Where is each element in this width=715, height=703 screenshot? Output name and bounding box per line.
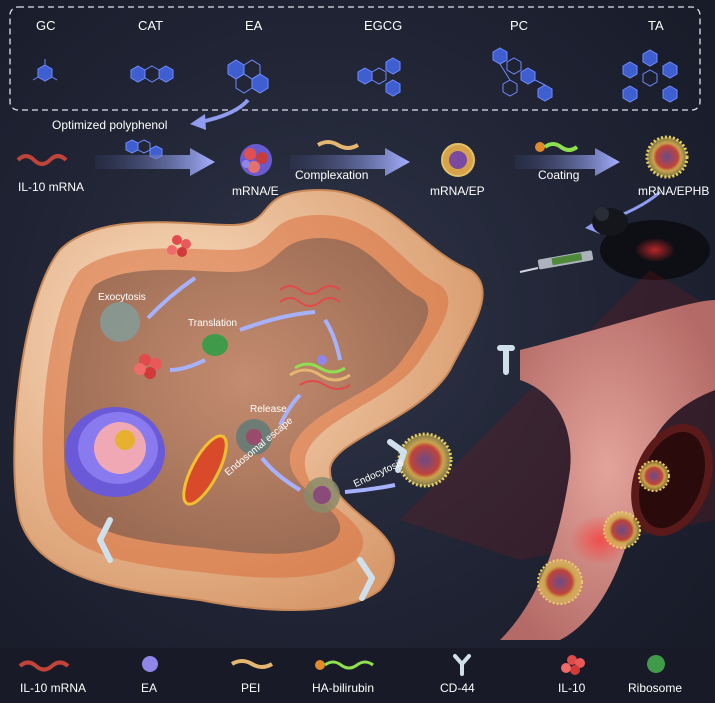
optimized-arrow-head <box>190 114 206 130</box>
polyphenol-label-egcg: EGCG <box>364 18 403 33</box>
mrna-e-particle-icon <box>240 144 272 176</box>
polyphenol-label-ta: TA <box>648 18 664 33</box>
polyphenol-panel <box>9 6 701 111</box>
molecule-gc-icon <box>32 59 58 82</box>
legend-ea-icon <box>142 656 158 672</box>
ha-bilirubin-head-icon <box>535 142 545 152</box>
pei-strand-icon <box>316 140 360 150</box>
release-label: Release <box>250 404 287 415</box>
polyphenol-label-cat: CAT <box>138 18 164 33</box>
cd44-receptors-icon <box>97 345 515 601</box>
cell-body <box>13 188 484 611</box>
legend-il10-mrna-icon <box>18 660 70 672</box>
nucleus-icon <box>65 407 165 497</box>
syringe-icon <box>519 250 594 273</box>
exocytosis-vesicle-icon <box>100 302 140 342</box>
flow-arrow-3 <box>515 148 620 176</box>
legend-il10-icon <box>561 655 585 675</box>
mrna-ep-label: mRNA/EP <box>430 184 485 198</box>
il10-mrna-icon <box>16 154 68 166</box>
molecule-egcg-icon <box>357 57 401 97</box>
molecule-ta-icon <box>622 49 678 103</box>
legend-label-pei: PEI <box>241 681 261 695</box>
legend-label-il10: IL-10 <box>558 681 586 695</box>
mrna-ep-core <box>449 151 467 169</box>
il10-mrna-label: IL-10 mRNA <box>18 180 85 194</box>
vessel-nanoparticle-1 <box>638 460 670 492</box>
exocytosis-label: Exocytosis <box>98 292 146 303</box>
flow-arrow-2 <box>290 148 410 176</box>
mitochondrion-icon <box>182 434 228 506</box>
optimized-polyphenol-label: Optimized polyphenol <box>52 118 168 132</box>
polyphenol-label-ea: EA <box>245 18 263 33</box>
vessel-nanoparticle-2 <box>603 511 641 549</box>
coating-label: Coating <box>538 168 580 182</box>
mrna-ephb-label: mRNA/EPHB <box>638 184 710 198</box>
optimized-arrow <box>199 98 250 124</box>
mrna-e-label: mRNA/E <box>232 184 279 198</box>
legend-cd44-icon <box>453 654 471 676</box>
vessel-nanoparticle-3 <box>537 559 583 605</box>
legend-ha-bilirubin-icon <box>324 660 374 670</box>
flow-arrow-1 <box>95 148 215 176</box>
molecule-pc-icon <box>492 47 553 102</box>
translated-mrna-icon <box>279 285 341 307</box>
complexation-label: Complexation <box>295 168 369 182</box>
legend-label-cd44: CD-44 <box>440 681 475 695</box>
legend-ha-bilirubin-head-icon <box>315 660 325 670</box>
legend-label-il10-mrna: IL-10 mRNA <box>20 681 87 695</box>
legend-label-ribosome: Ribosome <box>628 681 683 695</box>
legend-bar <box>0 648 715 703</box>
molecule-ea-icon <box>227 59 269 94</box>
ribosome-in-cell-icon <box>202 334 228 356</box>
endosome-core <box>313 486 331 504</box>
translation-label: Translation <box>188 318 238 329</box>
legend-label-ea: EA <box>141 681 158 695</box>
ha-bilirubin-strand-icon <box>543 142 579 152</box>
blood-vessel <box>500 300 715 640</box>
bound-nanoparticle-icon <box>397 432 453 488</box>
legend-label-ha-bilirubin: HA-bilirubin <box>312 681 375 695</box>
molecule-cat-icon <box>130 65 174 83</box>
legend-ribosome-icon <box>647 655 665 673</box>
released-strands-icon <box>289 355 351 390</box>
endosome-release-core <box>246 429 262 445</box>
mouse-icon <box>592 207 710 280</box>
il10-cluster-lower-icon <box>134 354 162 379</box>
legend-pei-icon <box>230 659 274 669</box>
il10-cluster-top-icon <box>167 235 191 257</box>
mrna-ephb-particle-icon <box>645 135 689 179</box>
polyphenol-label-pc: PC <box>510 18 529 33</box>
polyphenol-label-gc: GC <box>36 18 56 33</box>
process-arrows <box>146 276 396 494</box>
